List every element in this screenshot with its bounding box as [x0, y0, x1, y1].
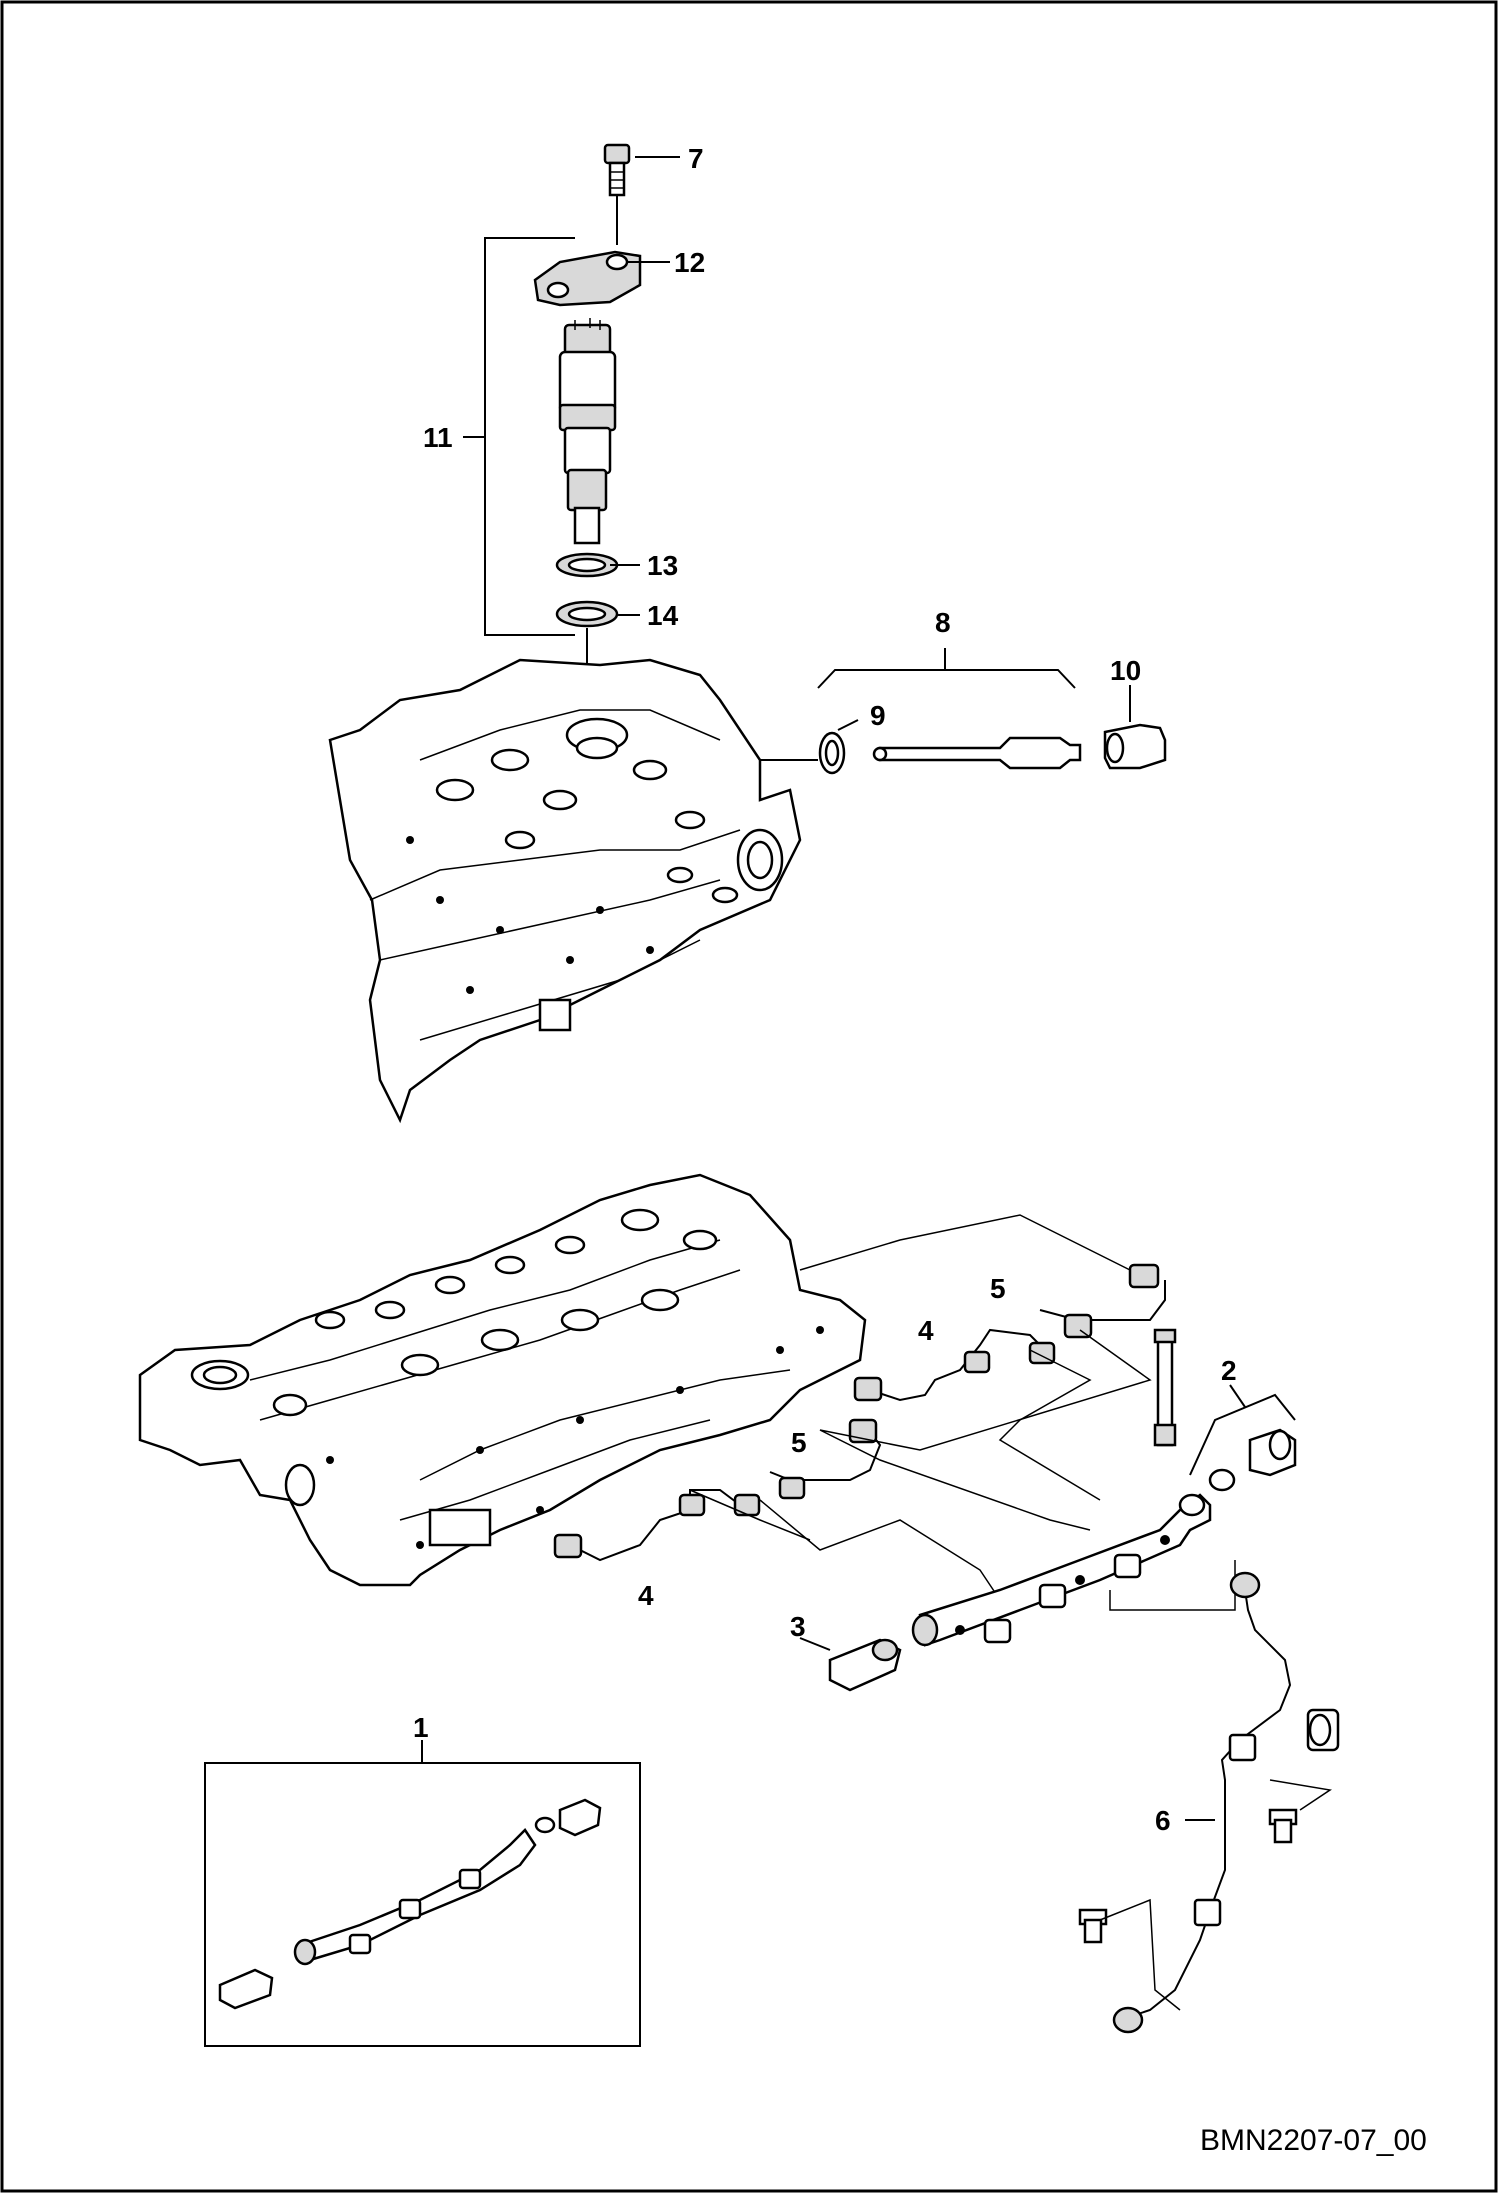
callout-11: 11	[423, 422, 453, 453]
callout-5-lower: 5	[791, 1427, 807, 1458]
nut-10-part	[1103, 723, 1167, 770]
callout-6: 6	[1155, 1805, 1171, 1836]
callout-5-upper: 5	[990, 1273, 1006, 1304]
injector-line-5-upper-part	[1039, 1263, 1166, 1339]
return-line-6-clip-part	[1306, 1708, 1340, 1752]
rail-rod-part	[1153, 1328, 1177, 1447]
bracket-11	[463, 237, 575, 636]
bracket-8	[817, 648, 1076, 689]
cylinder-head-top-part	[328, 658, 802, 1124]
bolt-part	[603, 143, 631, 197]
routing-lines	[689, 1214, 1236, 1611]
washer-13-part	[555, 552, 619, 578]
return-line-routing	[1099, 1779, 1332, 2011]
drawing-reference: BMN2207-07_00	[1200, 2124, 1427, 2157]
callout-9: 9	[870, 700, 886, 731]
return-line-6-bolts-part	[1078, 1808, 1298, 1944]
injector-part	[558, 318, 617, 545]
pressure-sensor-3-part	[828, 1638, 902, 1692]
callout-3: 3	[790, 1611, 806, 1642]
injector-line-4-lower-part	[553, 1489, 761, 1562]
fuel-connector-8-part	[872, 736, 1082, 770]
callout-2: 2	[1221, 1355, 1237, 1386]
inset-rail-assembly-part	[218, 1798, 602, 2010]
callout-4-lower: 4	[638, 1580, 654, 1611]
callout-1: 1	[413, 1712, 429, 1743]
injector-line-4-upper-part	[853, 1328, 1056, 1402]
callout-10: 10	[1110, 655, 1141, 686]
rail-valve-2-part	[1208, 1428, 1297, 1492]
bracket-2	[1189, 1384, 1296, 1476]
common-rail-part	[911, 1493, 1212, 1647]
oring-9-part	[818, 731, 846, 775]
callout-7: 7	[688, 143, 704, 174]
callout-12: 12	[674, 247, 705, 278]
callout-8: 8	[935, 607, 951, 638]
callout-14: 14	[647, 600, 679, 631]
callout-4-upper: 4	[918, 1315, 934, 1346]
washer-14-part	[555, 600, 619, 628]
cylinder-head-main-part	[138, 1173, 867, 1587]
injector-clamp-part	[533, 250, 642, 307]
callout-13: 13	[647, 550, 678, 581]
return-line-6-part	[1112, 1571, 1292, 2034]
